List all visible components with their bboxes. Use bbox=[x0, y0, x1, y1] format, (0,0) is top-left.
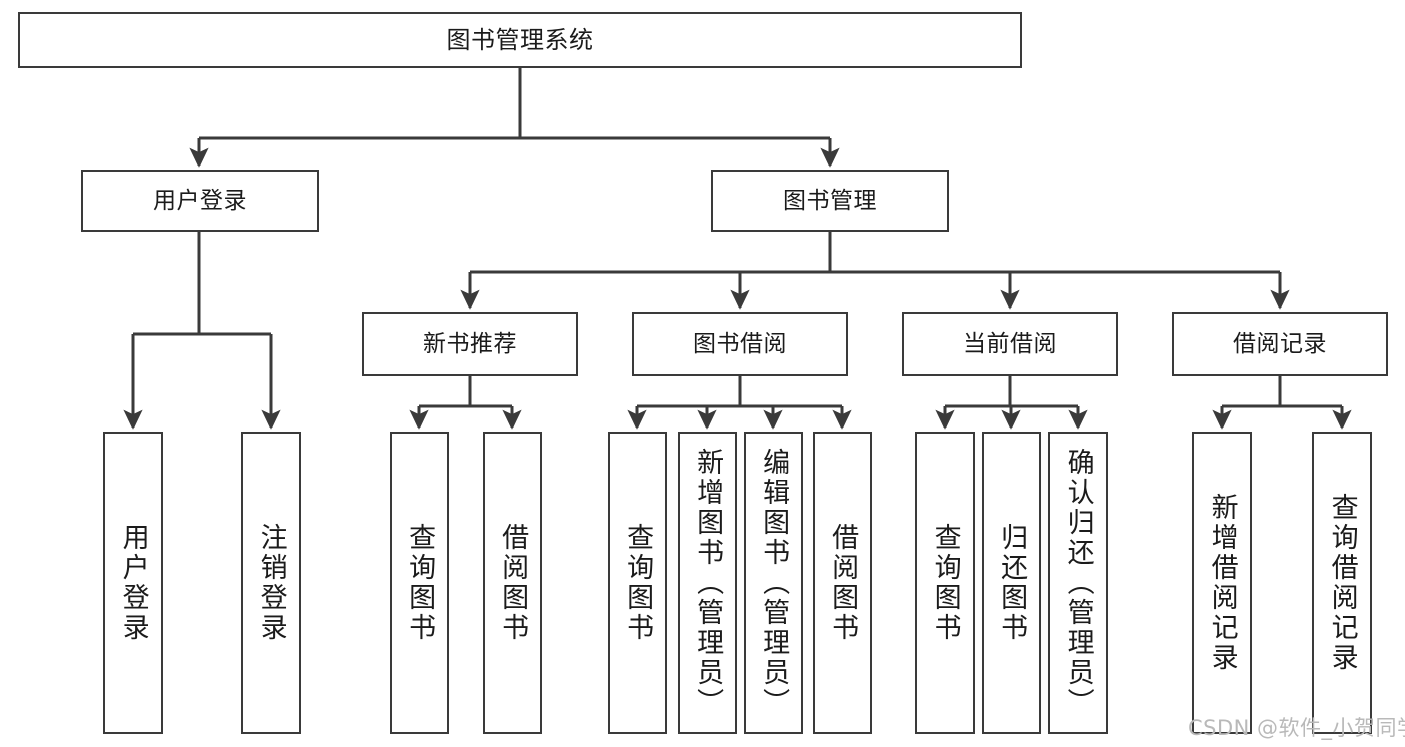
node-current-borrow[interactable]: 当前借阅 bbox=[902, 312, 1118, 376]
node-label: 用户登录 bbox=[117, 523, 149, 643]
leaf-newbook-borrow-book[interactable]: 借阅图书 bbox=[483, 432, 542, 734]
node-label: 新增图书（管理员） bbox=[692, 448, 724, 718]
watermark: CSDN @软件_小贺同学 bbox=[1188, 716, 1405, 740]
node-label: 查询图书 bbox=[622, 523, 654, 643]
node-book-borrow[interactable]: 图书借阅 bbox=[632, 312, 848, 376]
leaf-record-add-record[interactable]: 新增借阅记录 bbox=[1192, 432, 1252, 734]
leaf-user-login-signin[interactable]: 用户登录 bbox=[103, 432, 163, 734]
node-label: 借阅图书 bbox=[827, 523, 859, 643]
leaf-newbook-query-book[interactable]: 查询图书 bbox=[390, 432, 449, 734]
leaf-borrow-query-book[interactable]: 查询图书 bbox=[608, 432, 667, 734]
node-book-management[interactable]: 图书管理 bbox=[711, 170, 949, 232]
node-user-login[interactable]: 用户登录 bbox=[81, 170, 319, 232]
node-label: 确认归还（管理员） bbox=[1062, 448, 1094, 718]
node-label: 新书推荐 bbox=[423, 330, 517, 357]
node-label: 查询图书 bbox=[929, 523, 961, 643]
node-label: 新增借阅记录 bbox=[1206, 493, 1238, 673]
node-label: 编辑图书（管理员） bbox=[758, 448, 790, 718]
leaf-record-query-record[interactable]: 查询借阅记录 bbox=[1312, 432, 1372, 734]
node-new-book-recommend[interactable]: 新书推荐 bbox=[362, 312, 578, 376]
node-label: 注销登录 bbox=[255, 523, 287, 643]
node-label: 图书借阅 bbox=[693, 330, 787, 357]
leaf-current-query-book[interactable]: 查询图书 bbox=[915, 432, 975, 734]
leaf-current-return-book[interactable]: 归还图书 bbox=[982, 432, 1041, 734]
node-borrow-record[interactable]: 借阅记录 bbox=[1172, 312, 1388, 376]
leaf-borrow-edit-book-admin[interactable]: 编辑图书（管理员） bbox=[744, 432, 803, 734]
leaf-current-confirm-return-admin[interactable]: 确认归还（管理员） bbox=[1048, 432, 1108, 734]
node-label: 借阅图书 bbox=[497, 523, 529, 643]
node-root-system[interactable]: 图书管理系统 bbox=[18, 12, 1022, 68]
node-label: 查询借阅记录 bbox=[1326, 493, 1358, 673]
node-label: 当前借阅 bbox=[963, 330, 1057, 357]
leaf-borrow-borrow-book[interactable]: 借阅图书 bbox=[813, 432, 872, 734]
leaf-borrow-add-book-admin[interactable]: 新增图书（管理员） bbox=[678, 432, 737, 734]
node-label: 图书管理系统 bbox=[446, 26, 594, 54]
node-label: 图书管理 bbox=[783, 187, 877, 214]
node-label: 借阅记录 bbox=[1233, 330, 1327, 357]
leaf-user-login-signout[interactable]: 注销登录 bbox=[241, 432, 301, 734]
node-label: 用户登录 bbox=[153, 187, 247, 214]
node-label: 查询图书 bbox=[404, 523, 436, 643]
node-label: 归还图书 bbox=[996, 523, 1028, 643]
